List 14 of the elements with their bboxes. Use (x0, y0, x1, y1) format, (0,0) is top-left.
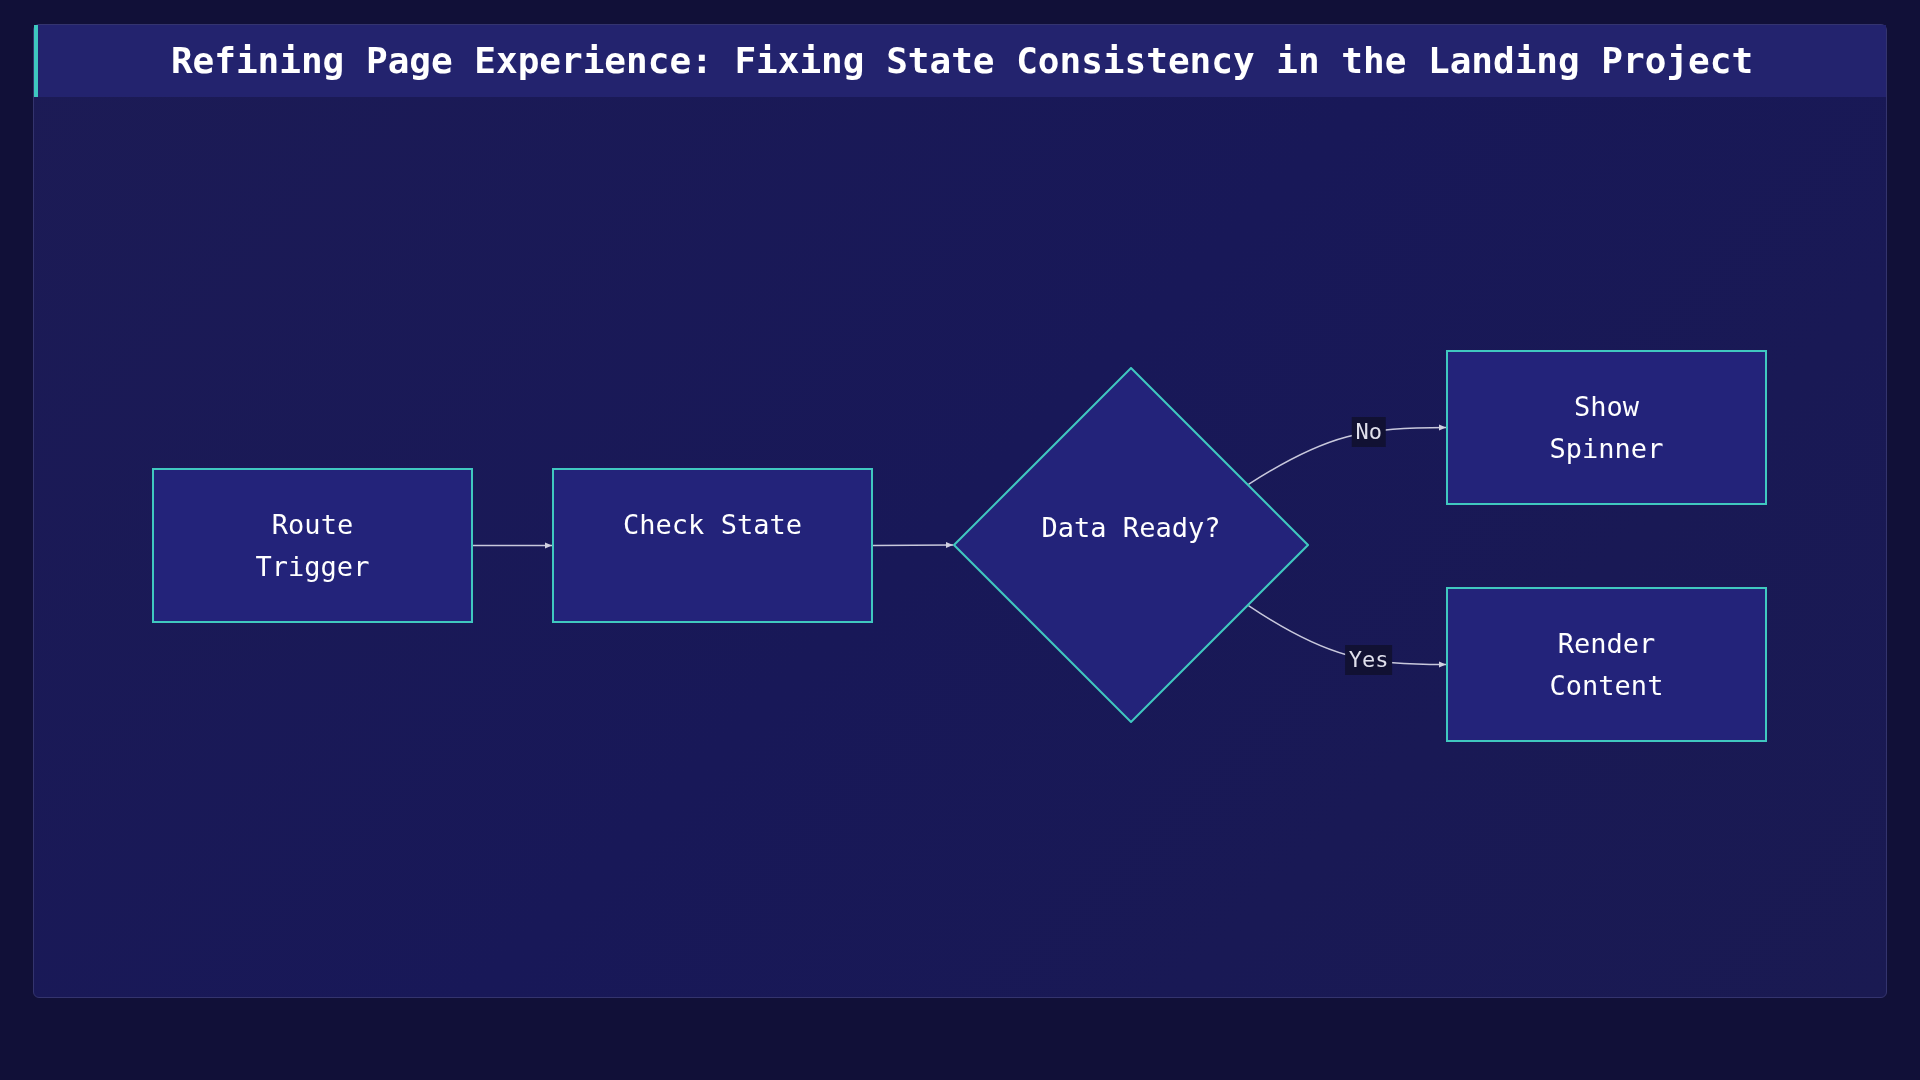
edge-label: No (1351, 417, 1386, 448)
decision-diamond (953, 367, 1309, 723)
node-label: Check State (623, 508, 802, 542)
arrow (872, 542, 954, 549)
process-box (1446, 350, 1767, 505)
title: Refining Page Experience: Fixing State Consistency in the Landing Project (170, 39, 1754, 83)
node-label: Data Ready? (1041, 511, 1221, 545)
process-box (152, 468, 473, 623)
node-label: Route Trigger (254, 508, 371, 584)
arrow (472, 542, 553, 549)
node-label: Show Spinner (1548, 390, 1665, 466)
process-box (1446, 587, 1767, 742)
process-box (552, 468, 873, 623)
node-label: Render Content (1548, 627, 1665, 703)
